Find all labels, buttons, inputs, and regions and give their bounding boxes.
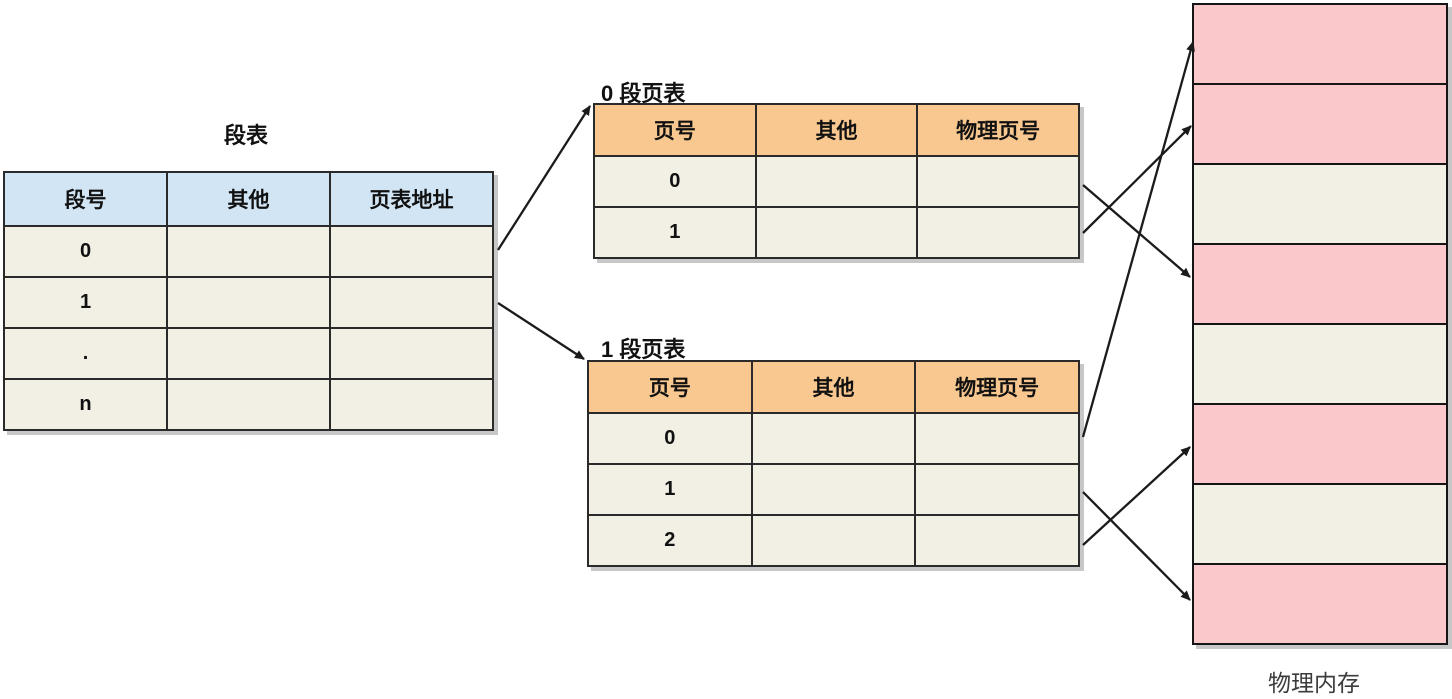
arrow-page-table-1-row-0-to-memory-block-1 xyxy=(1081,41,1195,438)
page-table-0-cell-0-2 xyxy=(916,155,1080,208)
segment-table-header-2: 页表地址 xyxy=(329,171,494,227)
arrow-page-table-0-row-1-to-memory-block-2 xyxy=(1082,125,1192,234)
arrow-page-table-1-row-1-to-memory-block-8 xyxy=(1082,491,1191,601)
page-table-0-title: 0 段页表 xyxy=(601,81,686,106)
page-table-0-row-1: 1 xyxy=(593,206,1080,259)
page-table-1-cell-2-1 xyxy=(750,514,917,567)
page-table-1-cell-1-2 xyxy=(914,463,1080,516)
segment-table-cell-2-2 xyxy=(329,327,494,380)
page-table-1-header-0: 页号 xyxy=(587,360,753,414)
page-table-1-cell-2-0: 2 xyxy=(587,514,753,567)
page-table-1-header-row: 页号其他物理页号 xyxy=(587,360,1080,414)
page-table-0-cell-0-1 xyxy=(754,155,919,208)
page-table-0-cell-1-0: 1 xyxy=(593,206,757,259)
page-table-1-row-1: 1 xyxy=(587,463,1080,516)
segment-table-cell-1-2 xyxy=(329,276,494,329)
memory-block-1 xyxy=(1194,5,1446,85)
page-table-0-cell-1-2 xyxy=(916,206,1080,259)
segment-table-header-1: 其他 xyxy=(166,171,331,227)
memory-block-8 xyxy=(1194,565,1446,643)
segment-table-cell-0-1 xyxy=(166,225,331,278)
page-table-0-cell-0-0: 0 xyxy=(593,155,757,208)
segment-table-header-0: 段号 xyxy=(3,171,168,227)
segment-table-cell-3-1 xyxy=(166,378,331,431)
page-table-1-row-0: 0 xyxy=(587,412,1080,465)
page-table-1-cell-0-0: 0 xyxy=(587,412,753,465)
segment-table-title: 段表 xyxy=(224,123,269,148)
physical-memory-column xyxy=(1192,3,1448,645)
page-table-1-row-2: 2 xyxy=(587,514,1080,567)
physical-memory-label: 物理内存 xyxy=(1268,670,1360,696)
page-table-1-title: 1 段页表 xyxy=(601,337,686,362)
segment-table-row-1: 1 xyxy=(3,276,494,329)
segment-table-row-2: . xyxy=(3,327,494,380)
memory-block-2 xyxy=(1194,85,1446,165)
page-table-1-cell-1-1 xyxy=(750,463,917,516)
segment-table-cell-1-0: 1 xyxy=(3,276,168,329)
page-table-1-header-2: 物理页号 xyxy=(914,360,1080,414)
segment-table-cell-2-0: . xyxy=(3,327,168,380)
segment-table-cell-2-1 xyxy=(166,327,331,380)
memory-block-6 xyxy=(1194,405,1446,485)
segment-table-cell-1-1 xyxy=(166,276,331,329)
segment-table-header-row: 段号其他页表地址 xyxy=(3,171,494,227)
segment-table-cell-3-2 xyxy=(329,378,494,431)
memory-block-3 xyxy=(1194,165,1446,245)
arrow-page-table-0-row-0-to-memory-block-4 xyxy=(1082,184,1191,278)
page-table-1-header-1: 其他 xyxy=(750,360,917,414)
arrow-page-table-1-row-2-to-memory-block-6 xyxy=(1082,446,1191,546)
page-table-0-cell-1-1 xyxy=(754,206,919,259)
page-table-0-header-row: 页号其他物理页号 xyxy=(593,103,1080,157)
page-table-1-cell-0-1 xyxy=(750,412,917,465)
memory-block-7 xyxy=(1194,485,1446,565)
page-table-0-header-0: 页号 xyxy=(593,103,757,157)
arrow-segment-table-row-0-to-page-table-0 xyxy=(497,105,591,251)
segment-table-row-0: 0 xyxy=(3,225,494,278)
page-table-0-row-0: 0 xyxy=(593,155,1080,208)
segment-table-cell-0-0: 0 xyxy=(3,225,168,278)
segment-table-row-3: n xyxy=(3,378,494,431)
page-table-0-header-2: 物理页号 xyxy=(916,103,1080,157)
page-table-1-cell-0-2 xyxy=(914,412,1080,465)
memory-block-4 xyxy=(1194,245,1446,325)
memory-block-5 xyxy=(1194,325,1446,405)
page-table-1-cell-1-0: 1 xyxy=(587,463,753,516)
segment-table-cell-0-2 xyxy=(329,225,494,278)
page-table-0-header-1: 其他 xyxy=(754,103,919,157)
arrow-segment-table-row-1-to-page-table-1 xyxy=(497,302,585,360)
segment-table-cell-3-0: n xyxy=(3,378,168,431)
page-table-1-cell-2-2 xyxy=(914,514,1080,567)
